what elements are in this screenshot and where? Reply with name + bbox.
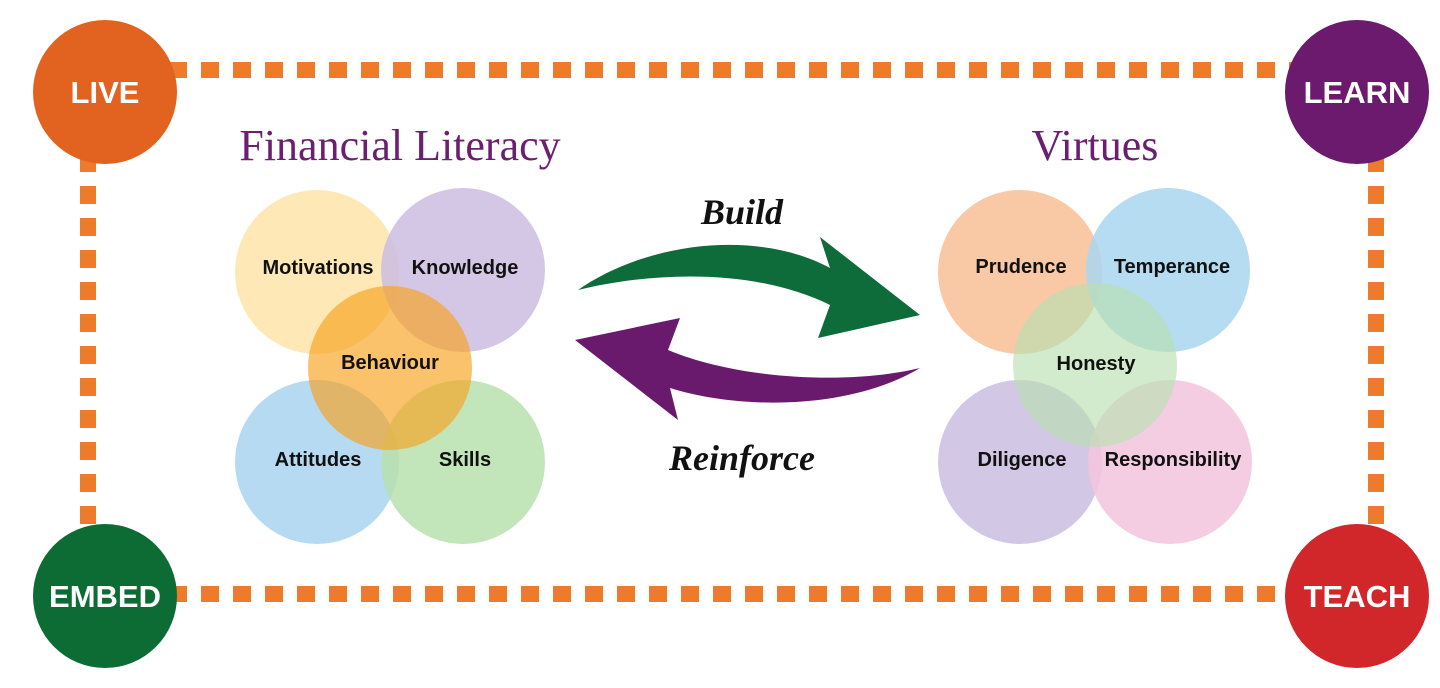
- skills-label: Skills: [439, 449, 491, 471]
- build-arrow-shape: [578, 237, 920, 338]
- build-label: Build: [700, 192, 784, 232]
- honesty-circle: [1013, 283, 1177, 447]
- behaviour-label: Behaviour: [341, 352, 439, 374]
- virtues-venn: Prudence Temperance Honesty Diligence Re…: [938, 188, 1252, 544]
- teach-circle: [1285, 524, 1429, 668]
- financial-literacy-venn: Motivations Knowledge Behaviour Attitude…: [235, 188, 545, 544]
- knowledge-label: Knowledge: [412, 257, 519, 279]
- corner-teach: TEACH: [1285, 524, 1429, 668]
- virtues-title: Virtues: [1032, 121, 1159, 170]
- diligence-label: Diligence: [978, 449, 1067, 471]
- attitudes-label: Attitudes: [275, 449, 362, 471]
- teach-label: TEACH: [1304, 579, 1411, 614]
- live-circle: [33, 20, 177, 164]
- reinforce-arrow: [575, 318, 920, 420]
- corner-live: LIVE: [33, 20, 177, 164]
- learn-label: LEARN: [1304, 75, 1411, 110]
- honesty-label: Honesty: [1057, 353, 1137, 375]
- responsibility-label: Responsibility: [1105, 449, 1243, 471]
- build-arrow: [578, 237, 920, 338]
- learn-circle: [1285, 20, 1429, 164]
- reinforce-arrow-shape: [575, 318, 920, 420]
- reinforce-label: Reinforce: [668, 438, 815, 478]
- corner-learn: LEARN: [1285, 20, 1429, 164]
- dashed-border-frame: [80, 62, 1384, 602]
- live-label: LIVE: [71, 75, 140, 110]
- prudence-label: Prudence: [975, 256, 1066, 278]
- embed-circle: [33, 524, 177, 668]
- temperance-label: Temperance: [1114, 256, 1230, 278]
- motivations-label: Motivations: [262, 257, 373, 279]
- financial-literacy-title: Financial Literacy: [239, 121, 560, 170]
- behaviour-circle: [308, 286, 472, 450]
- corner-embed: EMBED: [33, 524, 177, 668]
- embed-label: EMBED: [49, 579, 161, 614]
